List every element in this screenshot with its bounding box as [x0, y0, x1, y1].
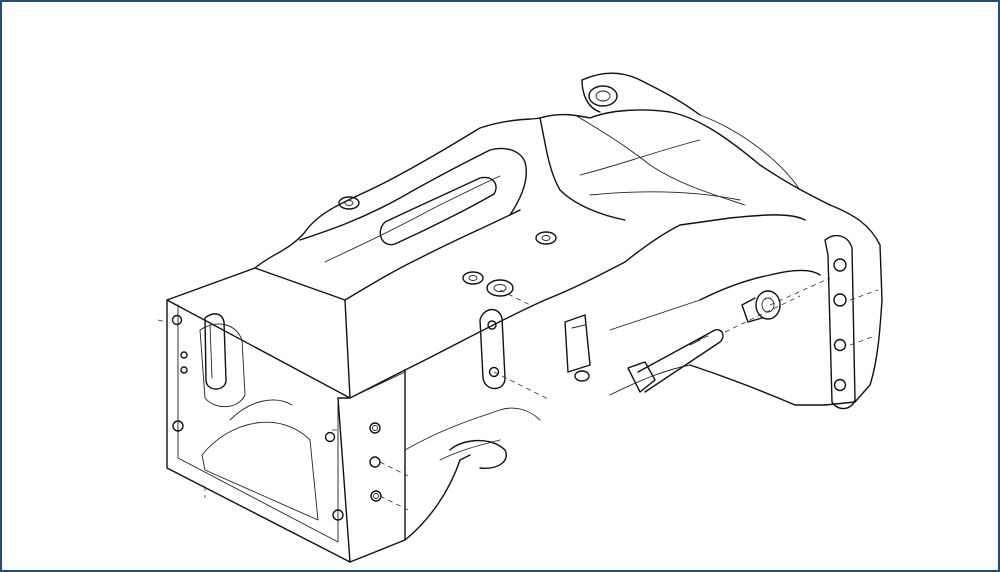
- side-wall: [404, 261, 626, 541]
- front-left-face: [166, 267, 351, 563]
- bolt: [627, 329, 724, 393]
- clip-part: [564, 314, 591, 382]
- explode-lines: [157, 277, 879, 511]
- main-body-top: [254, 109, 883, 406]
- front-right-face: [337, 369, 406, 563]
- rear-top-boss: [581, 72, 801, 191]
- rear-right-housing: [609, 214, 856, 410]
- mounting-bracket: [479, 308, 506, 390]
